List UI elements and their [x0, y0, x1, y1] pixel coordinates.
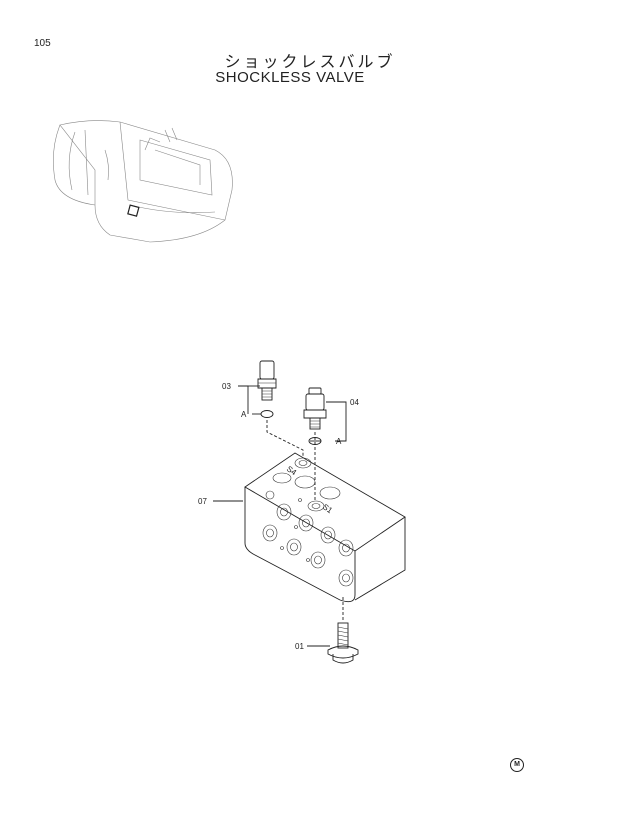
ref-label-a-right: A [336, 437, 342, 446]
o-ring-left [260, 410, 274, 418]
bolt-01 [327, 622, 359, 664]
valve-block: S4 S1 [244, 452, 406, 603]
part-label-04: 04 [350, 398, 359, 407]
footer-mark: M [510, 758, 524, 772]
part-label-07: 07 [198, 497, 207, 506]
part-label-01: 01 [295, 642, 304, 651]
part-label-03: 03 [222, 382, 231, 391]
pressure-switch-03 [257, 360, 277, 401]
leader-lines [213, 385, 347, 647]
title-english: SHOCKLESS VALVE [215, 69, 365, 86]
port-label-s1: S1 [321, 502, 335, 515]
ref-label-a-left: A [241, 410, 247, 419]
page-number: 105 [34, 38, 51, 49]
machine-overview-sketch [53, 120, 233, 243]
title-japanese: ショックレスバルブ [224, 52, 396, 71]
pressure-switch-04 [303, 387, 327, 430]
